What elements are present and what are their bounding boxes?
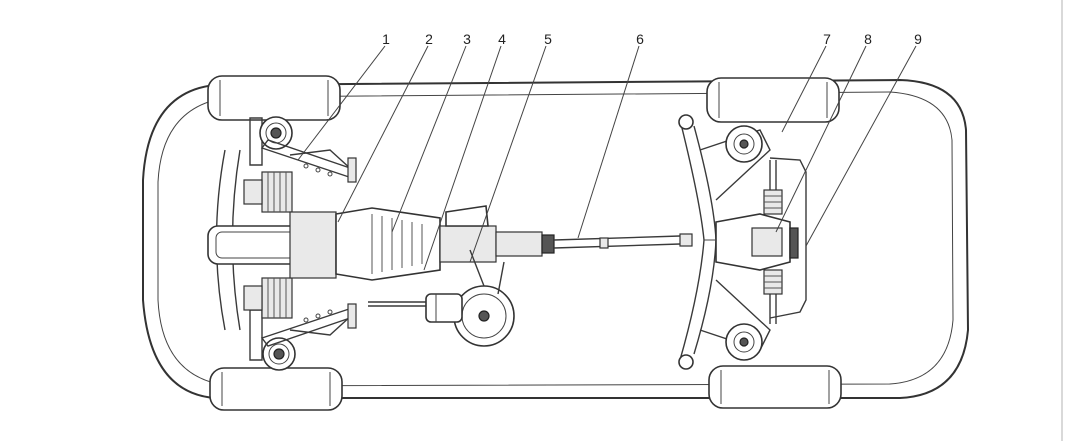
engine-block xyxy=(207,211,337,279)
leader-line-8 xyxy=(775,45,867,233)
front-left-wheel xyxy=(207,75,341,121)
callout-2: 2 xyxy=(425,31,433,47)
steering-column xyxy=(368,293,463,323)
leader-line-7 xyxy=(781,45,827,133)
front-right-hub xyxy=(262,337,296,371)
front-right-driveshaft xyxy=(243,277,293,319)
callout-3: 3 xyxy=(463,31,471,47)
callout-1: 1 xyxy=(382,31,390,47)
callout-8: 8 xyxy=(864,31,872,47)
leader-line-1 xyxy=(297,45,386,161)
leader-line-9 xyxy=(805,45,917,247)
leader-lines xyxy=(297,45,917,271)
front-right-wishbone xyxy=(260,303,357,347)
leader-line-6 xyxy=(577,45,640,239)
callout-4: 4 xyxy=(498,31,506,47)
front-right-wheel xyxy=(209,367,343,411)
leader-line-2 xyxy=(337,45,429,223)
rear-left-hub xyxy=(725,125,763,163)
gearbox xyxy=(335,205,555,281)
leader-line-5 xyxy=(469,45,547,263)
rear-left-wheel xyxy=(706,77,840,123)
callout-5: 5 xyxy=(544,31,552,47)
callout-9: 9 xyxy=(914,31,922,47)
rear-differential xyxy=(704,213,799,271)
front-left-driveshaft xyxy=(243,171,293,213)
pedal-cluster xyxy=(453,249,515,347)
callout-6: 6 xyxy=(636,31,644,47)
callout-labels: 1 2 3 4 5 6 7 8 9 xyxy=(382,31,922,47)
rear-left-driveshaft xyxy=(763,160,783,215)
propeller-shaft xyxy=(553,233,693,249)
leader-line-4 xyxy=(423,45,502,271)
rear-right-wheel xyxy=(708,365,842,409)
rear-right-driveshaft xyxy=(763,269,783,324)
rear-right-hub xyxy=(725,323,763,361)
leader-line-3 xyxy=(391,45,467,233)
callout-7: 7 xyxy=(823,31,831,47)
rear-brake-line xyxy=(769,157,807,319)
